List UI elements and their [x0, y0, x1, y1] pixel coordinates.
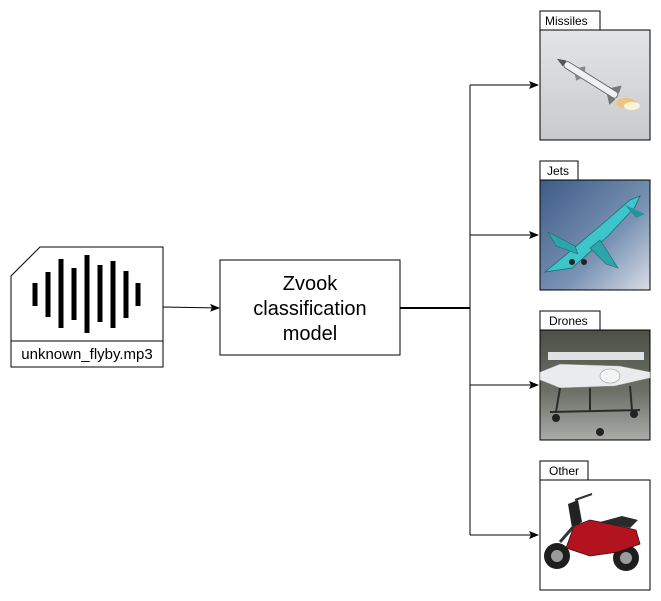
- class-missiles: Missiles: [539, 10, 651, 141]
- model-label-line-1: Zvook: [283, 273, 338, 295]
- file-name-label: unknown_flyby.mp3: [21, 346, 152, 363]
- model-box: [219, 259, 401, 356]
- jet-photo: [539, 179, 651, 291]
- missile-photo: [539, 29, 651, 141]
- arrow-file-to-model: [162, 303, 220, 312]
- model-label-line-3: model: [283, 323, 337, 345]
- model-label-line-2: classification: [253, 298, 366, 320]
- model-node: Zvook classification model: [219, 259, 401, 356]
- class-label-missiles: Missiles: [545, 14, 588, 28]
- class-label-drones: Drones: [549, 314, 588, 328]
- class-label-other: Other: [549, 464, 579, 478]
- class-label-jets: Jets: [547, 164, 569, 178]
- output-connectors: [400, 81, 539, 539]
- class-jets: Jets: [539, 160, 651, 291]
- audio-waveform-icon: [32, 255, 141, 333]
- class-drones: Drones: [539, 310, 651, 441]
- audio-file-node: unknown_flyby.mp3: [10, 246, 164, 368]
- class-other: Other: [539, 460, 651, 591]
- motorcycle-photo: [539, 479, 651, 591]
- drone-photo: [539, 329, 651, 441]
